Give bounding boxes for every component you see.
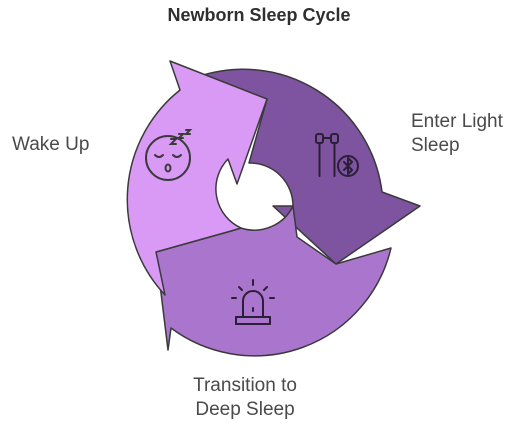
siren-icon bbox=[231, 279, 275, 325]
label-transition-deep-sleep-line-1: Transition to bbox=[193, 375, 297, 396]
label-wake-up: Wake Up bbox=[12, 133, 89, 157]
label-enter-light-sleep-line-1: Enter Light bbox=[411, 111, 503, 132]
label-transition-deep-sleep: Transition to Deep Sleep bbox=[150, 374, 340, 422]
diagram-title: Newborn Sleep Cycle bbox=[167, 5, 351, 25]
label-enter-light-sleep: Enter Light Sleep bbox=[411, 110, 503, 158]
sleeping-face-icon bbox=[145, 129, 193, 181]
label-enter-light-sleep-line-2: Sleep bbox=[411, 135, 460, 156]
wake-up-segment bbox=[126, 60, 268, 296]
label-transition-deep-sleep-line-2: Deep Sleep bbox=[195, 399, 295, 420]
deep-sleep-segment bbox=[155, 205, 392, 357]
light-sleep-segment bbox=[196, 68, 421, 265]
label-wake-up-line-1: Wake Up bbox=[12, 134, 90, 155]
earbuds-bluetooth-icon bbox=[315, 133, 359, 177]
